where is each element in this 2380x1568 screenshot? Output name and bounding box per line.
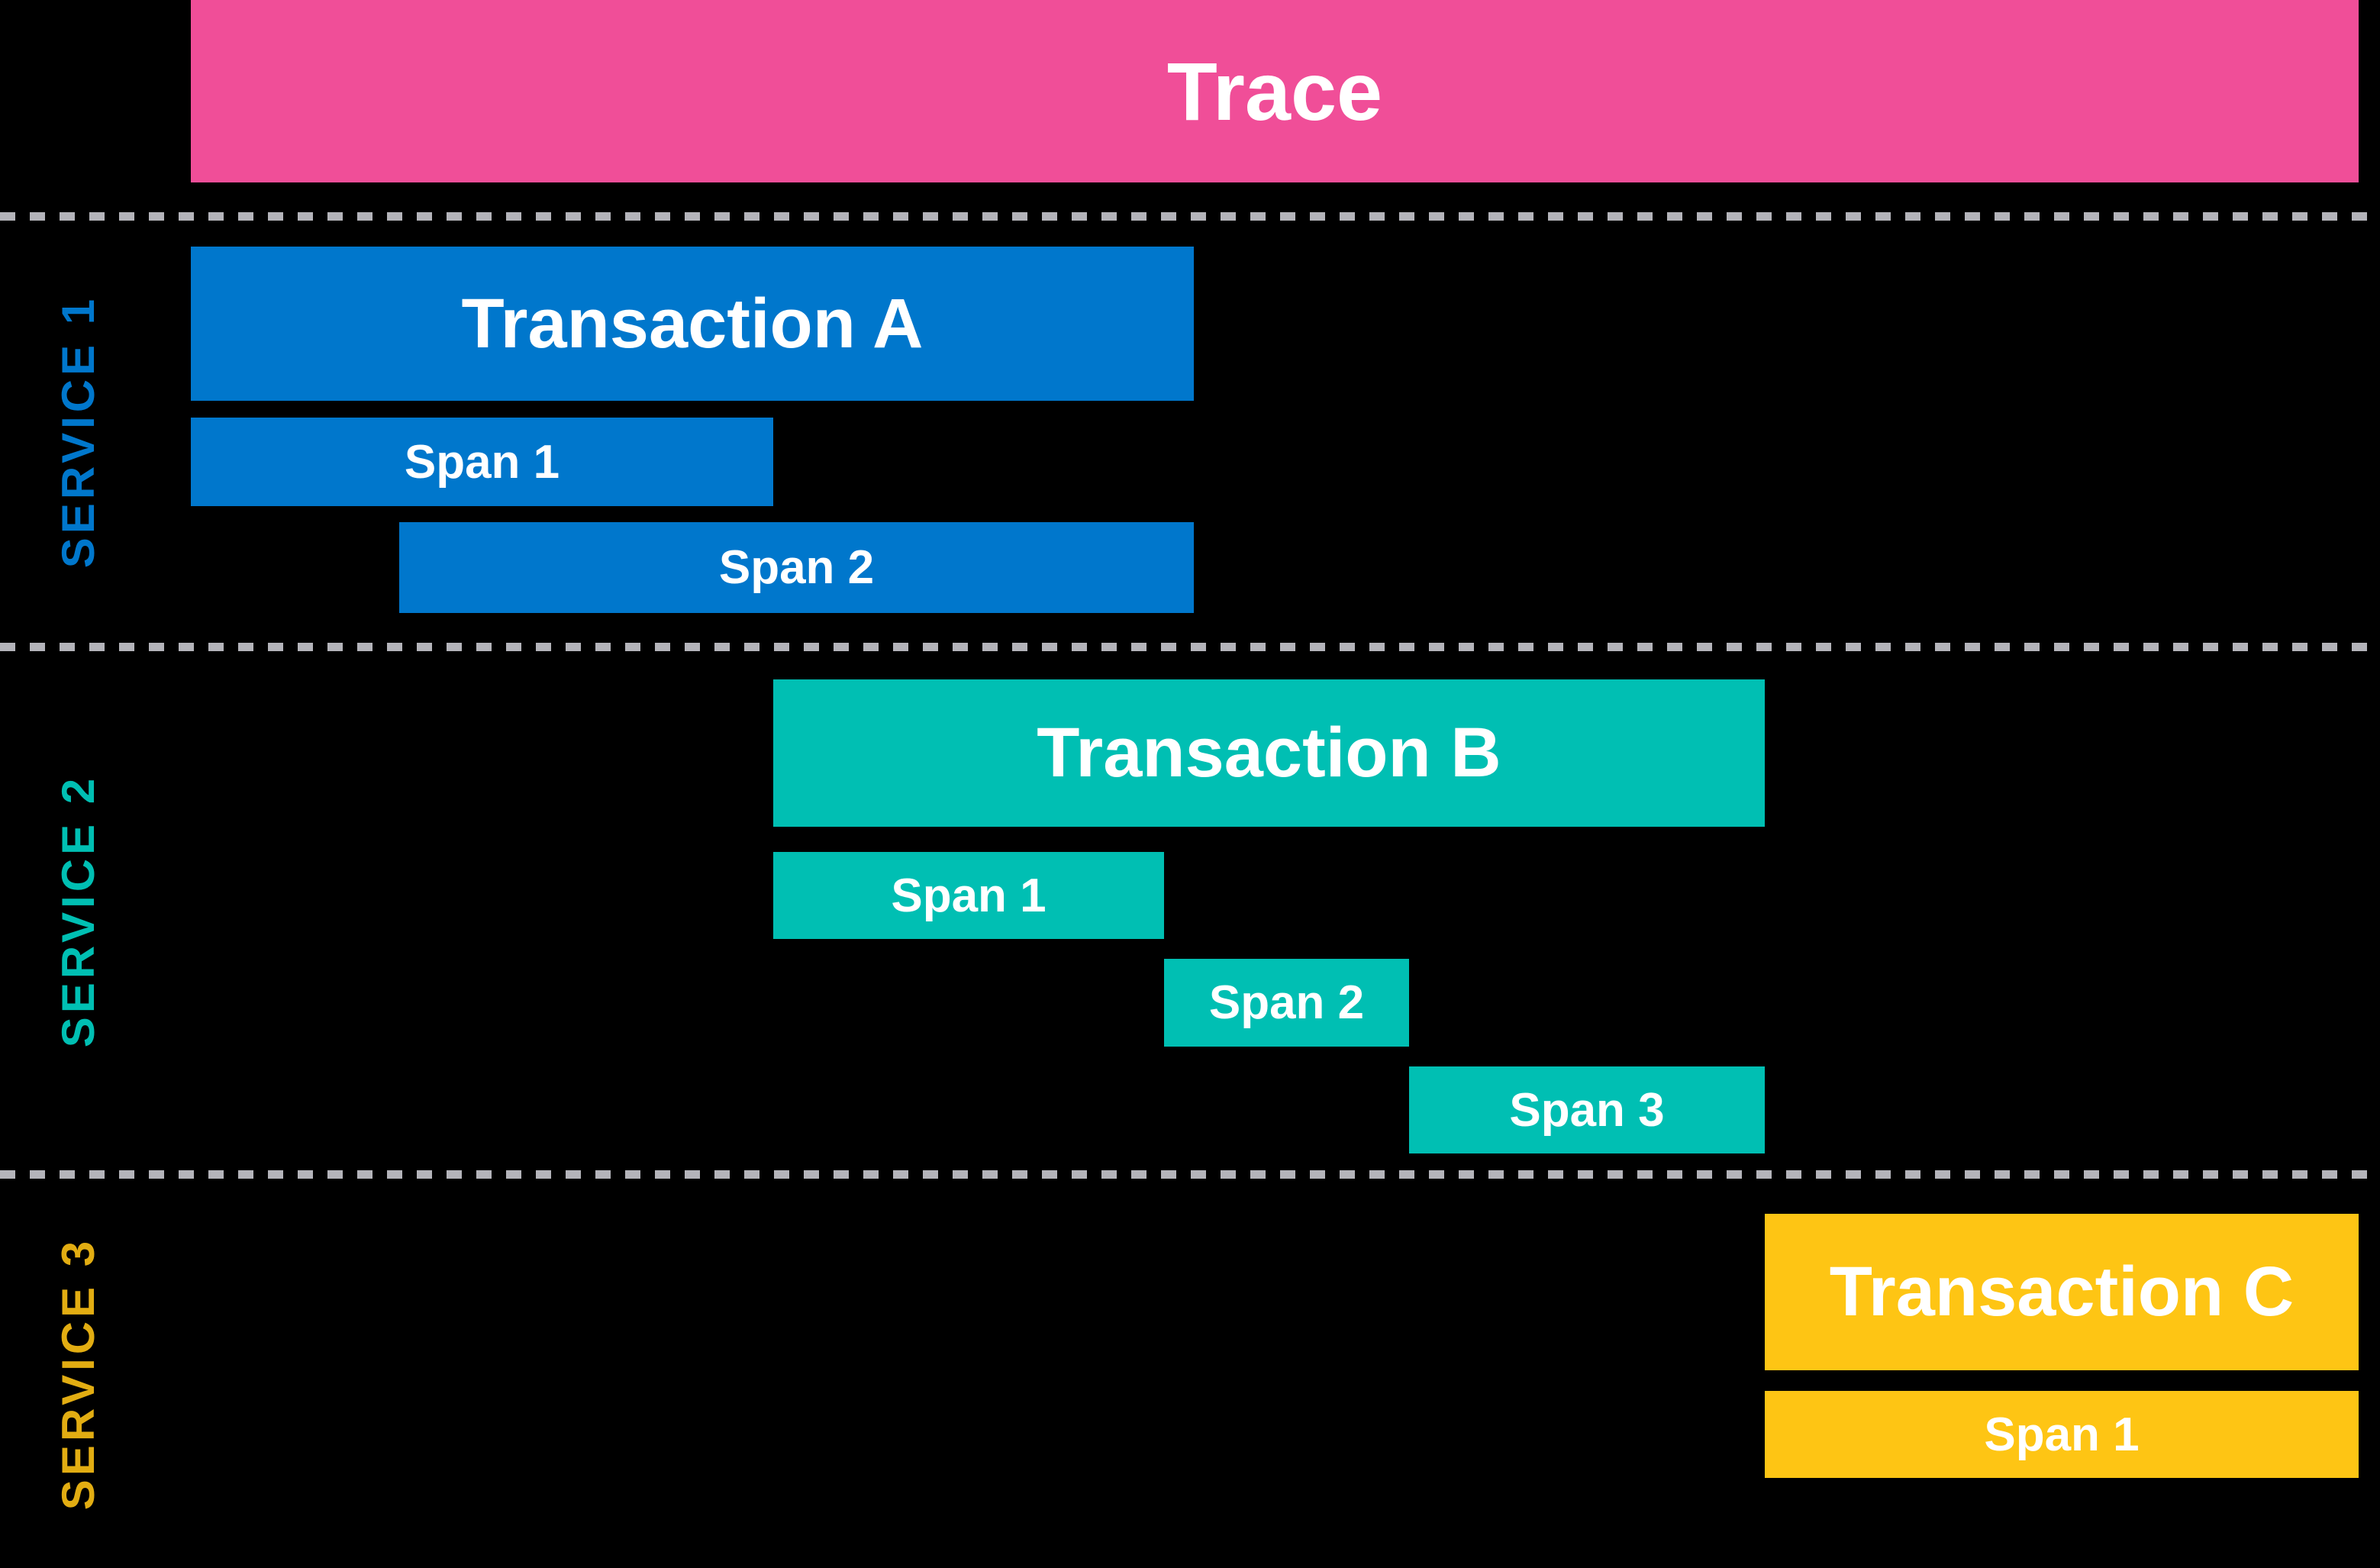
service-1-span-1-label: Span 1 [404, 435, 560, 489]
trace-bar: Trace [191, 0, 2359, 182]
service-3-span-1-label: Span 1 [1984, 1408, 2140, 1461]
service-2-span-3-label: Span 3 [1509, 1083, 1665, 1137]
service-1-span-2-label: Span 2 [718, 541, 875, 594]
service-2-span-2-label: Span 2 [1208, 976, 1365, 1029]
service-2-span-3-bar: Span 3 [1409, 1066, 1765, 1153]
transaction-a-label: Transaction A [461, 284, 924, 363]
service-3-span-1-bar: Span 1 [1765, 1391, 2359, 1478]
service-1-span-2-bar: Span 2 [399, 522, 1194, 613]
service-2-span-1-bar: Span 1 [773, 852, 1164, 939]
service-divider-3 [0, 1170, 2380, 1179]
service-3-transaction-c-bar: Transaction C [1765, 1214, 2359, 1370]
service-3-label: SERVICE 3 [53, 1237, 104, 1510]
service-1-transaction-a-bar: Transaction A [191, 247, 1194, 401]
service-2-transaction-b-bar: Transaction B [773, 679, 1765, 827]
transaction-b-label: Transaction B [1037, 714, 1501, 792]
transaction-c-label: Transaction C [1829, 1253, 2295, 1331]
service-1-label: SERVICE 1 [53, 295, 104, 569]
service-divider-2 [0, 643, 2380, 651]
service-2-label: SERVICE 2 [53, 774, 104, 1047]
service-2-span-1-label: Span 1 [891, 869, 1046, 922]
service-divider-1 [0, 212, 2380, 221]
service-2-span-2-bar: Span 2 [1164, 959, 1409, 1047]
trace-label: Trace [1166, 45, 1383, 137]
service-1-span-1-bar: Span 1 [191, 418, 773, 506]
